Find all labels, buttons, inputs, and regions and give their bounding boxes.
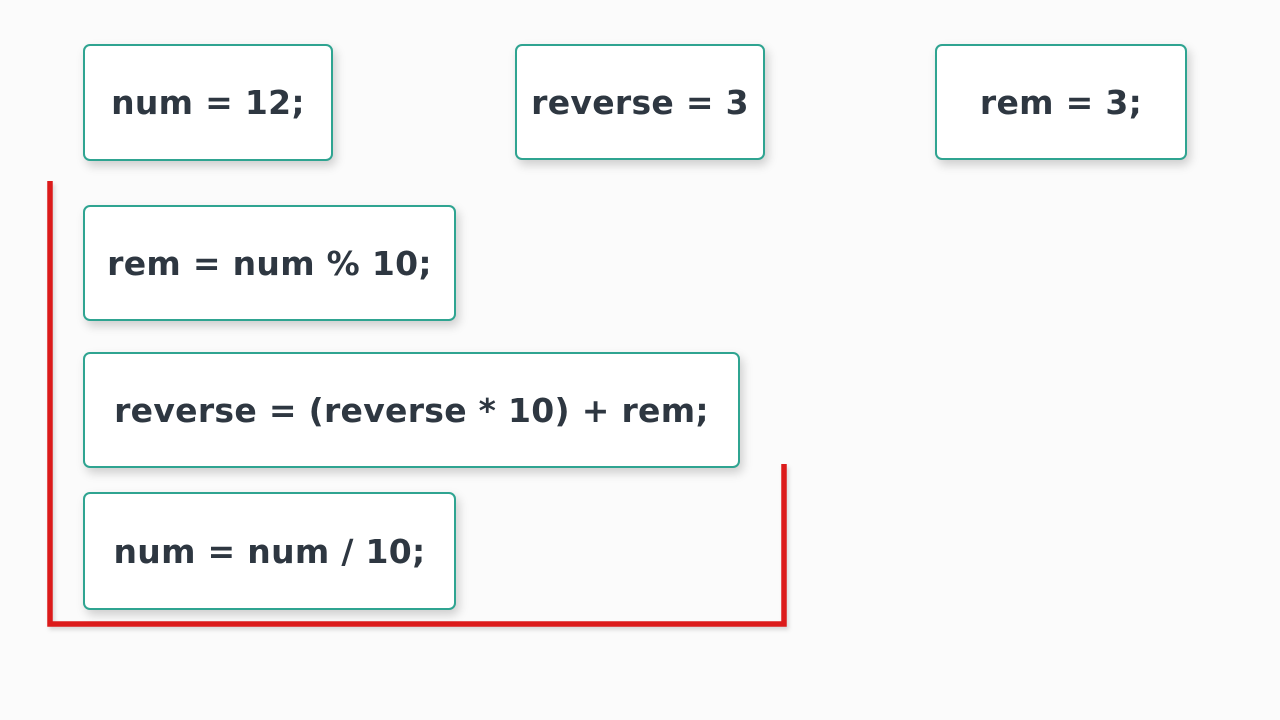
box-num-init-text: num = 12; bbox=[111, 83, 305, 122]
box-rem-init-text: rem = 3; bbox=[979, 82, 1143, 122]
box-step-reverse-text: reverse = (reverse * 10) + rem; bbox=[114, 390, 709, 430]
box-num-init: num = 12; bbox=[83, 44, 333, 161]
box-step-num: num = num / 10; bbox=[83, 492, 456, 610]
box-reverse-init-text: reverse = 3 bbox=[531, 82, 749, 122]
box-reverse-init: reverse = 3 bbox=[515, 44, 765, 160]
box-step-num-text: num = num / 10; bbox=[113, 531, 426, 571]
box-step-reverse: reverse = (reverse * 10) + rem; bbox=[83, 352, 740, 468]
box-rem-init: rem = 3; bbox=[935, 44, 1187, 160]
box-step-rem-text: rem = num % 10; bbox=[107, 243, 432, 283]
box-step-rem: rem = num % 10; bbox=[83, 205, 456, 321]
